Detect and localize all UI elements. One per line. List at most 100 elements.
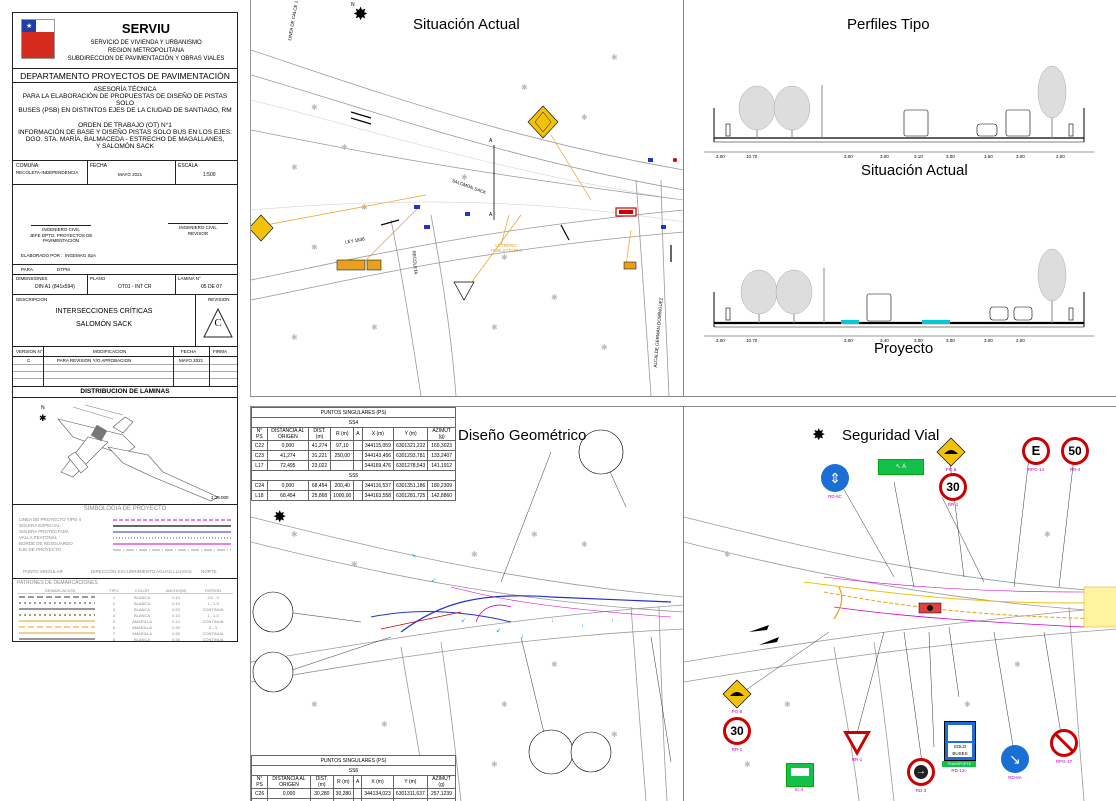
svg-text:✱: ✱ (611, 53, 618, 62)
profile-dimension: 3.00 (844, 154, 853, 159)
svg-text:✱: ✱ (381, 720, 388, 729)
green-sign-text: A (902, 464, 906, 470)
simb-bottom-1: PUNTO SINGULAR (23, 569, 63, 574)
descripcion-2: SALOMÓN SACK (13, 321, 195, 328)
profile-dimension: 2.00 (1056, 154, 1065, 159)
sign-no-parking-icon: E (1022, 437, 1050, 465)
svg-text:✱: ✱ (501, 253, 508, 262)
simb-item-2: SOLERA ESPECIAL (19, 523, 60, 528)
sign-rr1-bottom-label: RR-1 (723, 747, 751, 752)
sign-pg8-top-label: PG-8 (936, 467, 966, 472)
sign-30-bottom: 30 (723, 717, 751, 745)
version-header-4: FIRMA (213, 349, 227, 354)
sign-rd6c-label: RD-6C (821, 494, 849, 499)
sign-rr1-top-label: RR-1 (939, 502, 967, 507)
svg-text:↘: ↘ (411, 553, 416, 559)
revision-value: C (202, 317, 234, 329)
project-description: ASESORÍA TÉCNICA PARA LA ELABORACIÓN DE … (13, 82, 237, 160)
version-header-1: VERSION N° (16, 349, 43, 354)
version-table: VERSION N° MODIFICACION FECHA FIRMA C PA… (13, 346, 237, 386)
svg-text:↓: ↓ (611, 618, 614, 624)
escala-value: 1:500 (203, 172, 216, 178)
revision-label: REVISION (208, 297, 230, 302)
diseno-geometrico-title: Diseño Geométrico (458, 427, 586, 444)
escala-label: ESCALA (178, 163, 198, 169)
profile-dimension: 3.50 (984, 154, 993, 159)
svg-text:✱: ✱ (744, 760, 751, 769)
svg-text:✱: ✱ (491, 323, 498, 332)
elaborado-value: INGEMAG SpA (65, 253, 96, 258)
svg-text:✱: ✱ (601, 343, 608, 352)
sign-rr4-label: RR-4 (1061, 467, 1089, 472)
para-value: DTPM (57, 267, 70, 272)
sign-rd12c-label: RD-12c (944, 768, 974, 773)
svg-text:✱: ✱ (724, 550, 731, 559)
order-line-2: INFORMACIÓN DE BASE Y DISEÑO PISTAS SOLO… (13, 129, 237, 136)
title-block: ★ SERVIU SERVICIO DE VIVIENDA Y URBANISM… (12, 12, 238, 642)
engineer-right-title: INGENIERO CIVIL (158, 225, 238, 230)
region: REGION METROPOLITANA (61, 48, 231, 54)
svg-text:↙: ↙ (431, 578, 436, 584)
simbologia-lines (113, 517, 233, 553)
gobierno-logo: ★ (21, 19, 55, 59)
subdirection: SUBDIRECCION DE PAVIMENTACIÓN Y OBRAS VI… (61, 56, 231, 62)
north-arrow-icon: ✸ (353, 4, 368, 25)
demarc-header: PATRON (193, 588, 233, 593)
svg-text:✱: ✱ (361, 203, 368, 212)
profile-dimension: 10.70 (746, 338, 757, 343)
simbologia-section: SIMBOLOGIA DE PROYECTO LINEA DE PROYECTO… (13, 504, 237, 578)
sign-rd3-label: RD-3 (907, 788, 935, 793)
sign-yield-icon (842, 729, 872, 757)
para-row: PARA: DTPM (13, 264, 237, 274)
profile-dimension: 2.00 (1016, 338, 1025, 343)
sign-ic4-icon (786, 763, 814, 787)
profile-dimension: 3.40 (880, 338, 889, 343)
fecha-label: FECHA (90, 163, 107, 169)
north-arrow-icon: ✸ (273, 507, 286, 527)
panel-perfiles-tipo: Perfiles Tipo (683, 0, 1116, 397)
ministry: SERVICIO DE VIVIENDA Y URBANISMO (61, 40, 231, 46)
svg-text:✱: ✱ (531, 530, 538, 539)
lamina-label: LAMINA N° (178, 276, 201, 281)
svg-text:✱: ✱ (341, 143, 348, 152)
profile-dimension: 3.00 (1016, 154, 1025, 159)
demarcaciones-title: PATRONES DE DEMARCACIONES (13, 579, 237, 587)
department-row: DEPARTAMENTO PROYECTOS DE PAVIMENTACIÓN (13, 68, 237, 82)
svg-text:✱: ✱ (611, 730, 618, 739)
distribucion-scale: 1:15.000 (211, 495, 229, 500)
order-line-3: DGO. STA. MARÍA, BALMACEDA - ESTRECHO DE… (13, 136, 237, 143)
engineer-left-title: INGENIERO CIVIL (18, 227, 104, 232)
simb-item-1: LINEA DE PROYECTO TIPO 4 (19, 517, 81, 522)
demarc-header: TIPO (103, 588, 125, 593)
dimensiones-row: DIMENSIONES DIN A1 (841x594) PLANO OT01 … (13, 274, 237, 294)
profile-dimension: 2.00 (716, 338, 725, 343)
svg-text:✱: ✱ (291, 333, 298, 342)
solo-buses-subtitle: TRANSPORTE PUBLICO (942, 761, 976, 767)
svg-text:N: N (41, 405, 45, 411)
svg-text:✱: ✱ (521, 83, 528, 92)
letrero-label: LETRERO PUBLICITARIO (491, 243, 521, 253)
svg-text:✱: ✱ (351, 560, 358, 569)
svg-text:✱: ✱ (581, 540, 588, 549)
sign-50: 50 (1061, 437, 1089, 465)
perfil-actual-title: Situación Actual (861, 162, 968, 179)
solo-buses-text: SOLO BUSES (948, 743, 972, 757)
svg-text:↙: ↙ (461, 618, 466, 624)
svg-text:✱: ✱ (491, 760, 498, 769)
profile-dimension: 10.70 (746, 154, 757, 159)
sign-rd6a-icon: ↘ (1001, 745, 1029, 773)
profile-dimension: 3.00 (946, 154, 955, 159)
svg-text:✱: ✱ (784, 700, 791, 709)
situacion-actual-title: Situación Actual (413, 16, 520, 33)
